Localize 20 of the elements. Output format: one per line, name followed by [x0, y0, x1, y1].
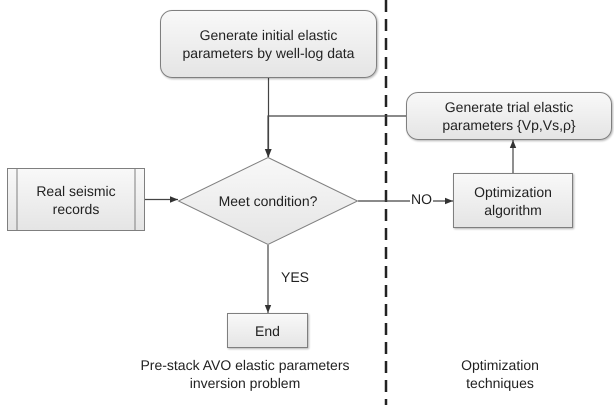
- process-box: [160, 10, 377, 78]
- decision-diamond: [178, 157, 358, 245]
- section-label: Pre-stack AVO elastic parameters inversion problem: [139, 356, 351, 392]
- node-text: Real seismic records: [35, 182, 117, 218]
- node-text: Generate trial elastic parameters {Vp,Vs,ρ}: [441, 98, 577, 134]
- end-box: [227, 313, 308, 348]
- arrow: [265, 78, 272, 157]
- arrow: [264, 245, 272, 313]
- arrow: [145, 196, 178, 203]
- process-box: [406, 92, 612, 140]
- node-text: Meet condition?: [218, 192, 318, 210]
- input-box: [7, 168, 145, 231]
- node-text: Optimization algorithm: [473, 182, 553, 218]
- arrow: [510, 140, 516, 173]
- process-box: [453, 173, 573, 228]
- arrow: [264, 115, 406, 157]
- node-text: End: [255, 322, 280, 340]
- section-label: Optimization techniques: [460, 356, 540, 392]
- arrow: [358, 198, 453, 204]
- node-text: Generate initial elastic parameters by well-log data: [182, 26, 356, 62]
